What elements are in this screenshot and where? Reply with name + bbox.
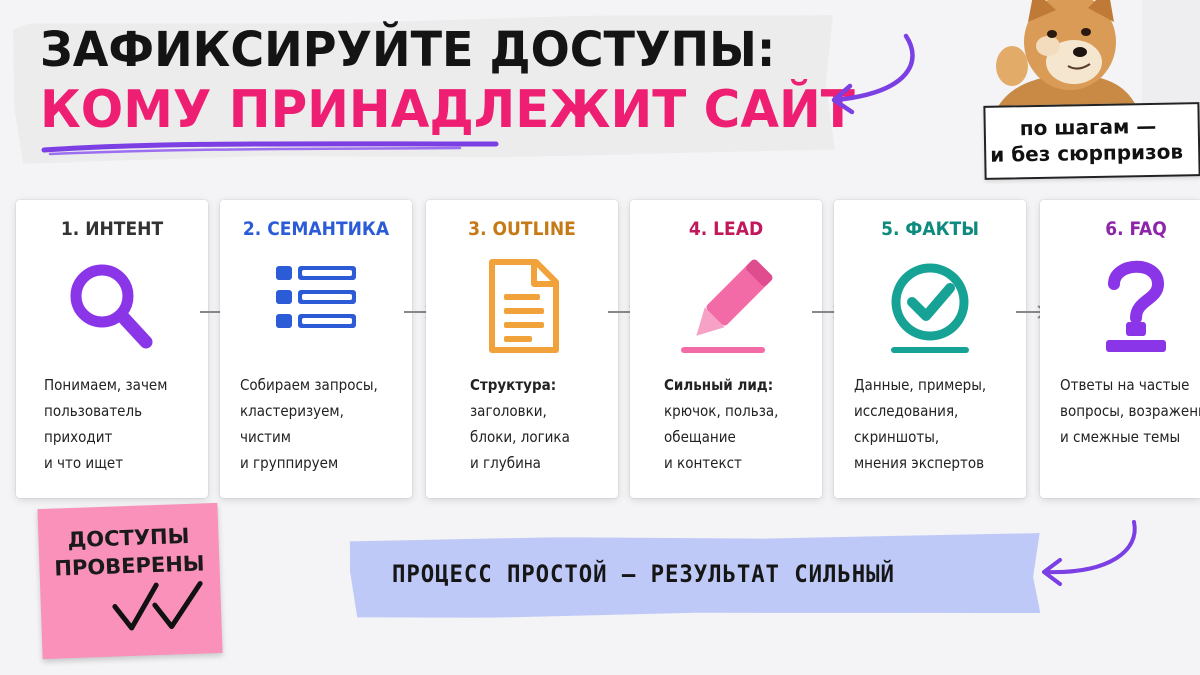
step-title: 2. СЕМАНТИКА [242,218,390,240]
page-title-line2: КОМУ ПРИНАДЛЕЖИТ САЙТ [40,80,855,140]
title-underline-scribble [41,141,499,156]
step-card-faq: 6. FAQ Ответы на частые вопросы, возраже… [1040,200,1200,498]
list-icon [276,266,356,328]
double-check-icon [112,581,203,631]
step-card-lead: 4. LEAD Сильный лид: крючок, польза, обе… [630,200,822,498]
pencil-icon [681,259,773,353]
step-card-semantics: 2. СЕМАНТИКА Собираем запросы, кластериз… [220,200,412,498]
curved-arrow-icon [1042,520,1137,586]
sticky-note-text: ДОСТУПЫ ПРОВЕРЕНЫ [53,523,205,581]
step-description: Собираем запросы, кластеризуем, чистим и… [240,376,378,472]
step-title: 3. OUTLINE [468,218,576,240]
step-description: Ответы на частые вопросы, возражения и с… [1060,376,1200,446]
check-circle-icon [891,263,969,353]
badge-line1: по шагам — [1019,113,1157,141]
step-description: Данные, примеры, исследования, скриншоты… [854,376,987,472]
question-icon [1106,260,1166,352]
page-title-line1: ЗАФИКСИРУЙТЕ ДОСТУПЫ: [40,22,776,78]
magnifier-icon [70,264,153,349]
sticky-note: ДОСТУПЫ ПРОВЕРЕНЫ [37,502,223,660]
step-description: Понимаем, зачем пользователь приходит и … [44,376,168,472]
step-card-facts: 5. ФАКТЫ Данные, примеры, исследования, … [834,200,1026,498]
result-banner-text: ПРОЦЕСС ПРОСТОЙ — РЕЗУЛЬТАТ СИЛЬНЫЙ [392,560,895,588]
step-title: 5. ФАКТЫ [881,218,979,240]
step-description: Структура: заголовки, блоки, логика и гл… [470,376,570,472]
step-description: Сильный лид: крючок, польза, обещание и … [664,376,779,472]
step-title: 4. LEAD [688,218,764,240]
step-card-outline: 3. OUTLINE Структура: заголовки, блоки, … [426,200,618,498]
curved-arrow-icon [831,33,915,115]
caption-badge: по шагам — и без сюрпризов [983,102,1200,180]
document-icon [489,259,559,353]
step-card-intent: 1. ИНТЕНТ Понимаем, зачем пользователь п… [16,200,208,498]
step-title: 1. ИНТЕНТ [60,218,164,240]
badge-line2: и без сюрпризов [990,139,1184,167]
step-title: 6. FAQ [1105,218,1167,240]
